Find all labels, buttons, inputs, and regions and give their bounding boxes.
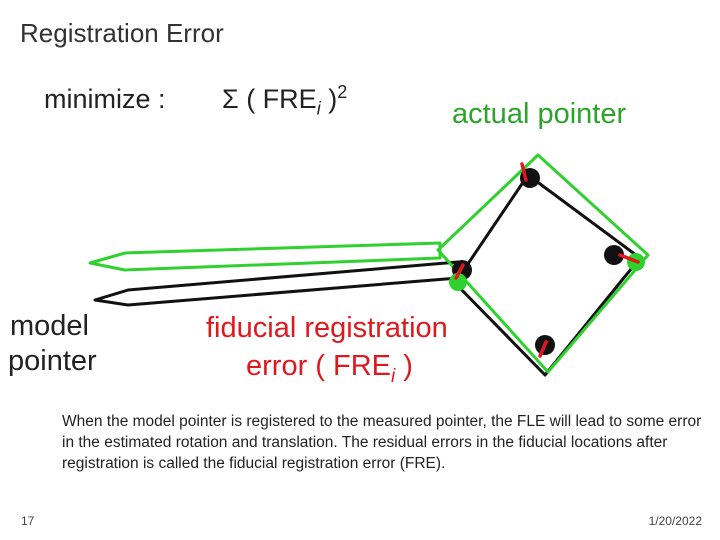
fre-label-suffix: ) [395,350,413,382]
actual-fiducial-marker [449,273,467,291]
model-fiducial-marker [604,245,624,265]
fre-error-vector [520,162,528,182]
fre-error-vector [454,263,465,280]
model-pointer-label-line1: model [10,310,89,342]
fre-label-line2: error ( FREi ) [246,350,413,388]
description-text: When the model pointer is registered to … [62,413,702,472]
model-pointer-body [453,173,642,377]
model-pointer-label-line2: pointer [8,345,97,377]
formula-suffix: ) [320,84,338,114]
actual-pointer-shaft [88,241,442,272]
minimize-label: minimize : [44,84,166,114]
fre-error-vector [618,253,640,264]
fre-label-prefix: error ( FRE [246,350,391,382]
fre-error-vector [538,340,548,358]
slide-date: 1/20/2022 [648,514,702,528]
actual-pointer-label: actual pointer [452,98,627,130]
formula-superscript: 2 [337,82,348,102]
fre-label-line1: fiducial registration [206,312,448,344]
slide-title: Registration Error [20,18,224,48]
fre-label-subscript: i [391,365,396,387]
formula-prefix: Σ ( FRE [222,84,317,114]
fre-formula: Σ ( FREi )2 [222,82,347,119]
formula-subscript: i [316,98,321,119]
actual-pointer-body [436,153,650,374]
page-number: 17 [21,514,35,528]
